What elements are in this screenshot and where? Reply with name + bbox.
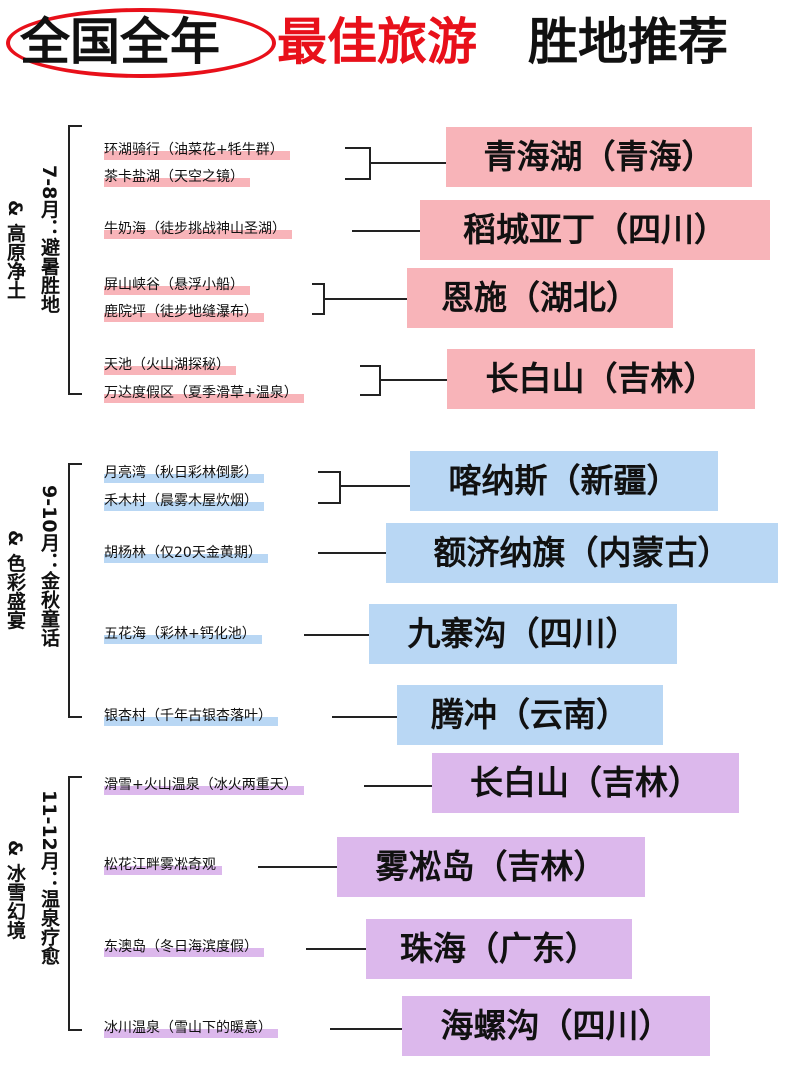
section-bracket — [68, 776, 82, 1031]
destination-label: 雾凇岛（吉林） — [337, 837, 645, 897]
section-season: 7-8月：避暑胜地 — [38, 165, 60, 314]
section-season: 11-12月：温泉疗愈 — [38, 790, 60, 965]
list-item: 冰川温泉（雪山下的暖意） — [104, 1018, 278, 1038]
section-season: 9-10月：金秋童话 — [38, 485, 60, 647]
title-part-1: 全国全年 — [20, 13, 220, 71]
destination-label: 青海湖（青海） — [446, 127, 752, 187]
section-theme: & 冰雪幻境 — [4, 840, 26, 940]
destination-label: 腾冲（云南） — [397, 685, 663, 745]
destination-label: 珠海（广东） — [366, 919, 632, 979]
list-item: 滑雪+火山温泉（冰火两重天） — [104, 775, 304, 795]
title-part-3: 胜地推荐 — [528, 13, 728, 71]
section-theme: & 色彩盛宴 — [4, 530, 26, 630]
list-item: 鹿院坪（徒步地缝瀑布） — [104, 302, 264, 322]
destination-label: 长白山（吉林） — [447, 349, 755, 409]
list-item: 五花海（彩林+钙化池） — [104, 624, 262, 644]
destination-label: 恩施（湖北） — [407, 268, 673, 328]
destination-label: 稻城亚丁（四川） — [420, 200, 770, 260]
destination-label: 九寨沟（四川） — [369, 604, 677, 664]
section-bracket — [68, 125, 82, 395]
section-theme: & 高原净土 — [4, 200, 26, 300]
title-part-2: 最佳旅游 — [277, 13, 477, 71]
list-item: 松花江畔雾凇奇观 — [104, 855, 222, 875]
list-item: 屏山峡谷（悬浮小船） — [104, 275, 250, 295]
list-item: 牛奶海（徒步挑战神山圣湖） — [104, 219, 292, 239]
list-item: 东澳岛（冬日海滨度假） — [104, 937, 264, 957]
list-item: 天池（火山湖探秘） — [104, 355, 236, 375]
list-item: 胡杨林（仅20天金黄期） — [104, 543, 268, 563]
section-bracket — [68, 463, 82, 718]
list-item: 环湖骑行（油菜花+牦牛群） — [104, 140, 290, 160]
list-item: 禾木村（晨雾木屋炊烟） — [104, 491, 264, 511]
destination-label: 海螺沟（四川） — [402, 996, 710, 1056]
title-circle-mark — [6, 8, 276, 78]
destination-label: 喀纳斯（新疆） — [410, 451, 718, 511]
destination-label: 长白山（吉林） — [432, 753, 739, 813]
destination-label: 额济纳旗（内蒙古） — [386, 523, 778, 583]
list-item: 茶卡盐湖（天空之镜） — [104, 167, 250, 187]
list-item: 月亮湾（秋日彩林倒影） — [104, 463, 264, 483]
list-item: 万达度假区（夏季滑草+温泉） — [104, 383, 304, 403]
list-item: 银杏村（千年古银杏落叶） — [104, 706, 278, 726]
